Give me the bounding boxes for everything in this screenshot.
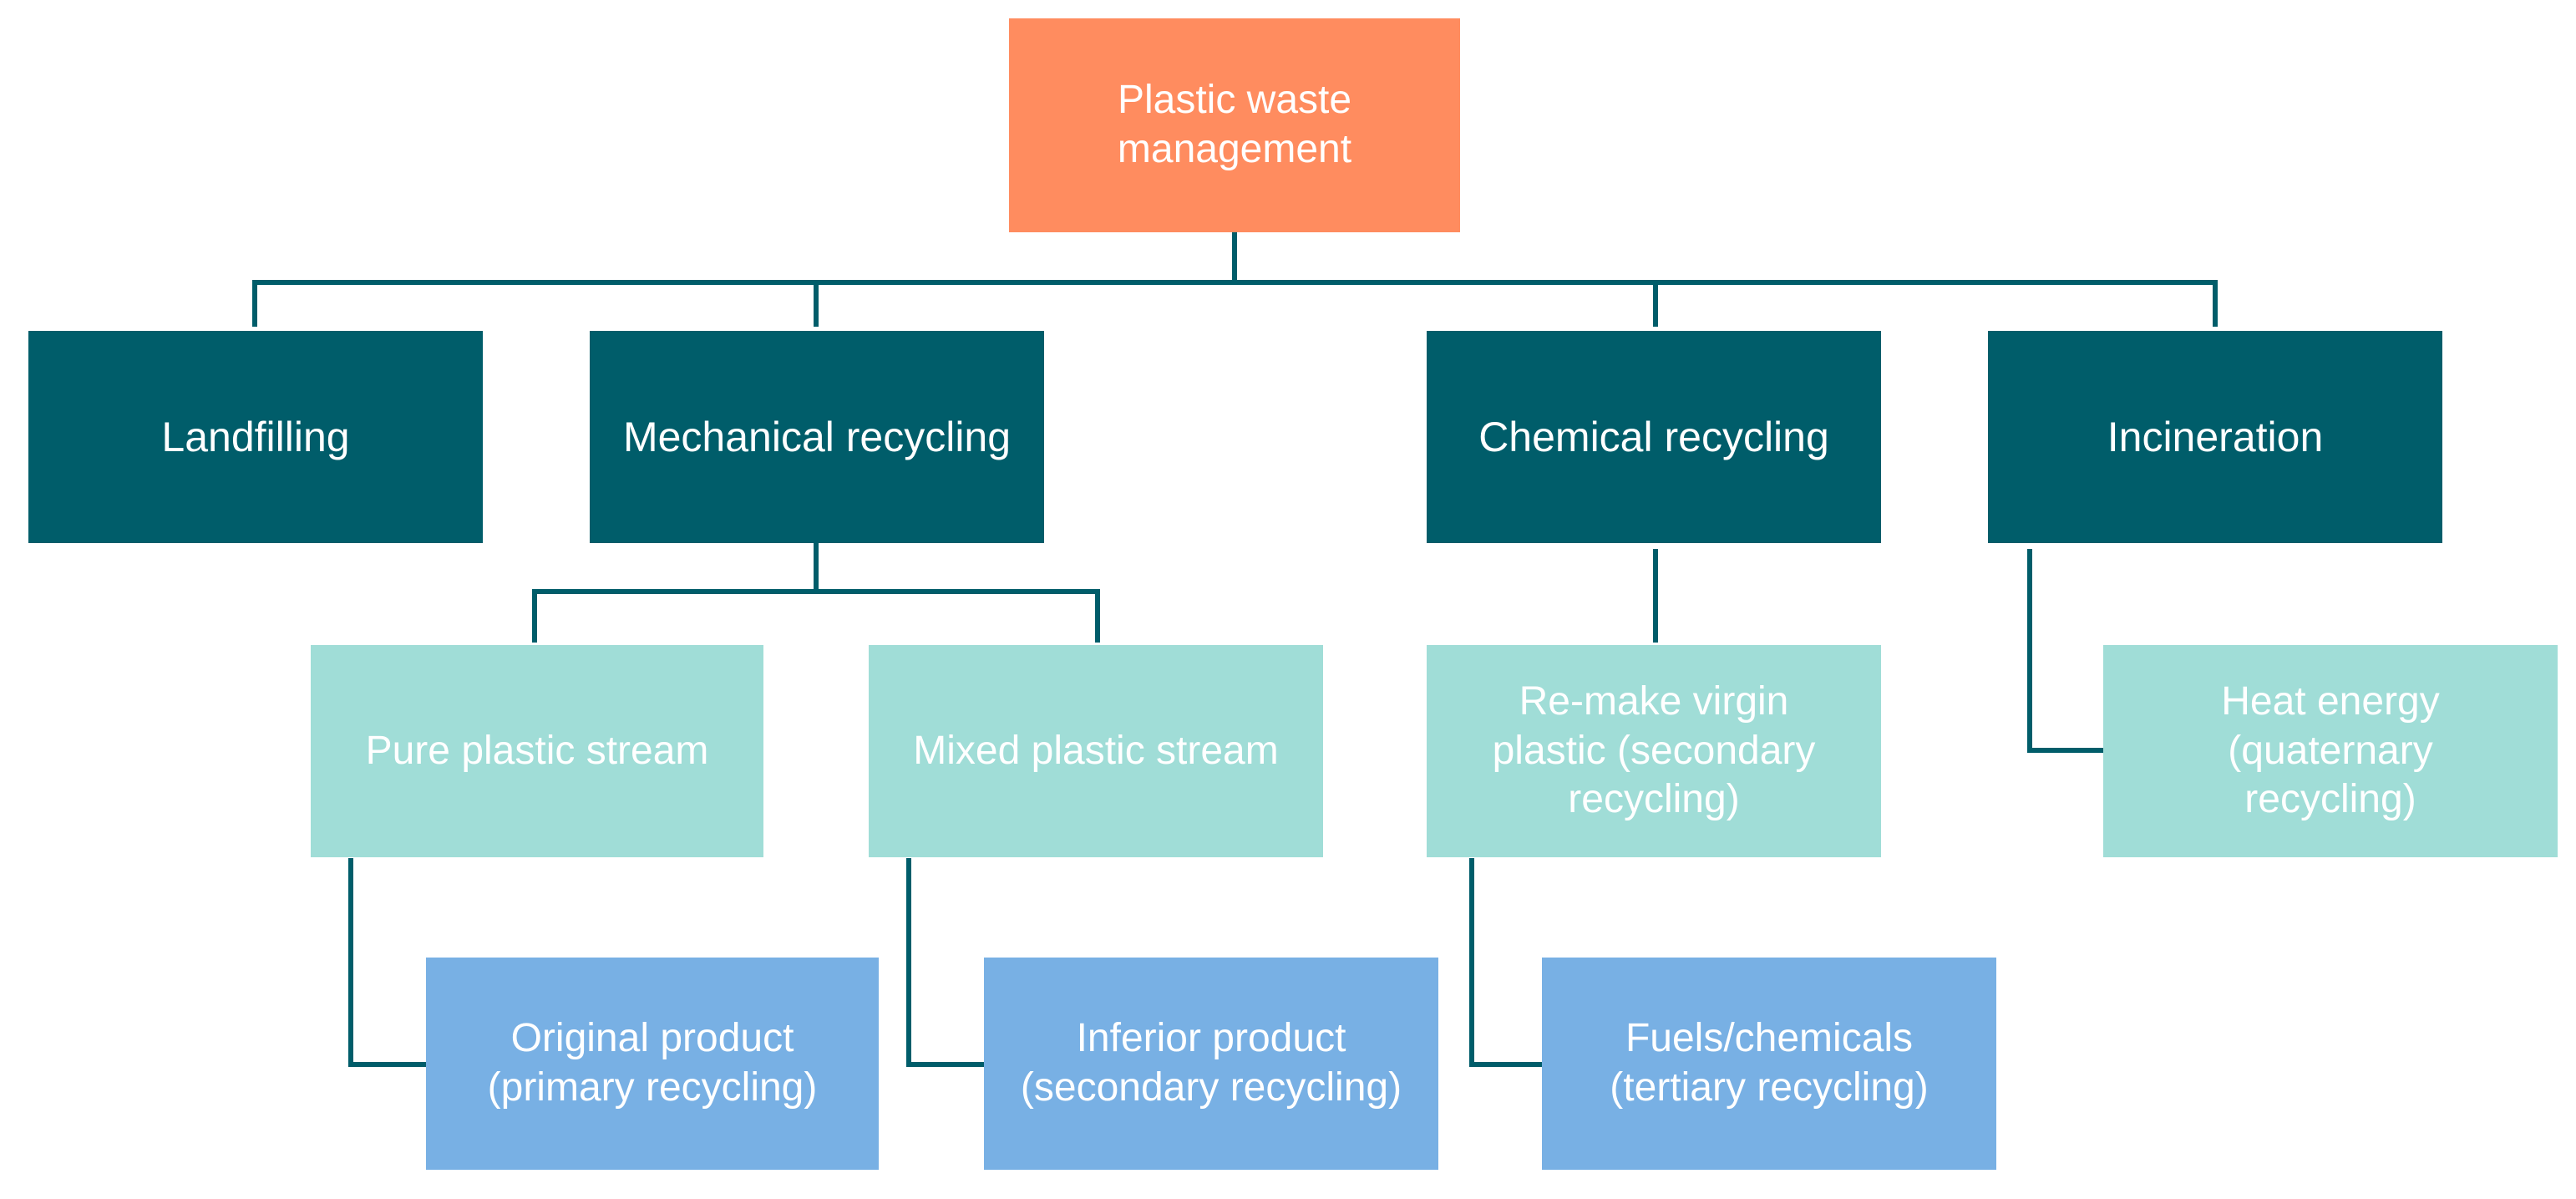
node-label: Chemical recycling: [1478, 413, 1829, 460]
node-label: Pure plastic stream: [365, 728, 709, 773]
node-label: Mixed plastic stream: [913, 728, 1279, 773]
node-mechanical-recycling: Mechanical recycling: [590, 331, 1044, 543]
node-label: Mechanical recycling: [622, 413, 1012, 460]
node-label: Heat energy (quaternary recycling): [2221, 679, 2440, 822]
node-label: Original product (primary recycling): [487, 1016, 818, 1110]
node-label: Incineration: [2107, 413, 2324, 460]
node-original-product: Original product (primary recycling): [426, 958, 879, 1170]
connector-incineration-elbow: [2027, 549, 2104, 753]
node-inferior-product: Inferior product (secondary recycling): [984, 958, 1438, 1170]
node-fuels-chemicals: Fuels/chemicals (tertiary recycling): [1542, 958, 1996, 1170]
node-label: Re-make virgin plastic (secondary recycl…: [1492, 679, 1816, 822]
node-label: Landfilling: [161, 413, 350, 460]
node-incineration: Incineration: [1988, 331, 2442, 543]
connector-mixed-elbow: [906, 858, 986, 1067]
node-mixed-plastic-stream: Mixed plastic stream: [869, 645, 1323, 857]
node-remake-virgin-plastic: Re-make virgin plastic (secondary recycl…: [1427, 645, 1881, 857]
node-chemical-recycling: Chemical recycling: [1427, 331, 1881, 543]
node-heat-energy: Heat energy (quaternary recycling): [2103, 645, 2558, 857]
node-label: Inferior product (secondary recycling): [1020, 1016, 1402, 1110]
node-label: Fuels/chemicals (tertiary recycling): [1610, 1016, 1929, 1110]
connector-pure-elbow: [348, 858, 428, 1067]
node-pure-plastic-stream: Pure plastic stream: [311, 645, 763, 857]
node-label: Plastic waste management: [1117, 78, 1352, 171]
node-landfilling: Landfilling: [28, 331, 483, 543]
node-plastic-waste-management: Plastic waste management: [1009, 18, 1460, 232]
connector-remake-elbow: [1469, 858, 1544, 1067]
